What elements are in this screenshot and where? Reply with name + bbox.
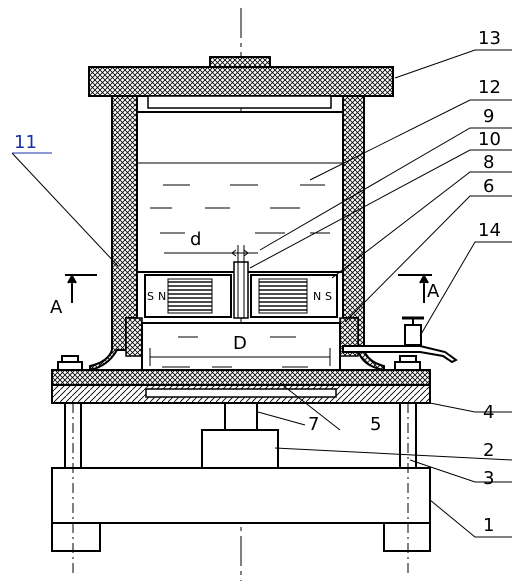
callout-2: 2 [483, 440, 494, 461]
foot-right [383, 522, 431, 552]
coil-right [258, 278, 308, 314]
core-gap [233, 261, 249, 319]
callout-4: 4 [483, 402, 494, 423]
base-plate-upper [51, 369, 431, 386]
lid-lip [147, 95, 332, 109]
dim-D-label: D [233, 333, 247, 354]
callout-12: 12 [478, 77, 501, 98]
bolt-right [394, 355, 421, 371]
valve-pipe [342, 345, 458, 364]
callout-14: 14 [478, 220, 501, 241]
callout-13: 13 [478, 28, 501, 49]
housing-left-shoulder [125, 317, 143, 357]
valve-body [404, 324, 422, 346]
callout-1: 1 [483, 515, 494, 536]
shaft [224, 402, 258, 432]
lid-plate [88, 66, 394, 97]
section-label-left: A [50, 297, 63, 318]
callout-10: 10 [478, 129, 501, 150]
callout-3: 3 [483, 468, 494, 489]
dim-d-label: d [190, 229, 201, 250]
foot-left [51, 522, 101, 552]
callout-9: 9 [483, 106, 494, 127]
callout-8: 8 [483, 152, 494, 173]
leader-lines [11, 49, 512, 538]
callout-5: 5 [370, 414, 381, 435]
coil-left [167, 278, 213, 314]
fluid-chamber [136, 111, 344, 273]
membrane-seat [145, 388, 337, 398]
fluid-dashes [150, 184, 330, 234]
block [201, 429, 279, 469]
base-frame [51, 467, 431, 524]
section-mark-right [398, 273, 432, 303]
magnet-mark-4: S [325, 290, 332, 303]
magnet-mark-3: N [313, 290, 321, 303]
callout-6: 6 [483, 176, 494, 197]
lower-fluid-dashes [162, 336, 308, 368]
callout-11: 11 [14, 132, 37, 153]
callout-7: 7 [308, 414, 319, 435]
section-label-right: A [427, 281, 440, 302]
magnet-mark-2: N [158, 290, 166, 303]
magnet-mark-1: S [147, 290, 154, 303]
section-mark-left [65, 273, 97, 303]
bolt-left [57, 355, 83, 371]
